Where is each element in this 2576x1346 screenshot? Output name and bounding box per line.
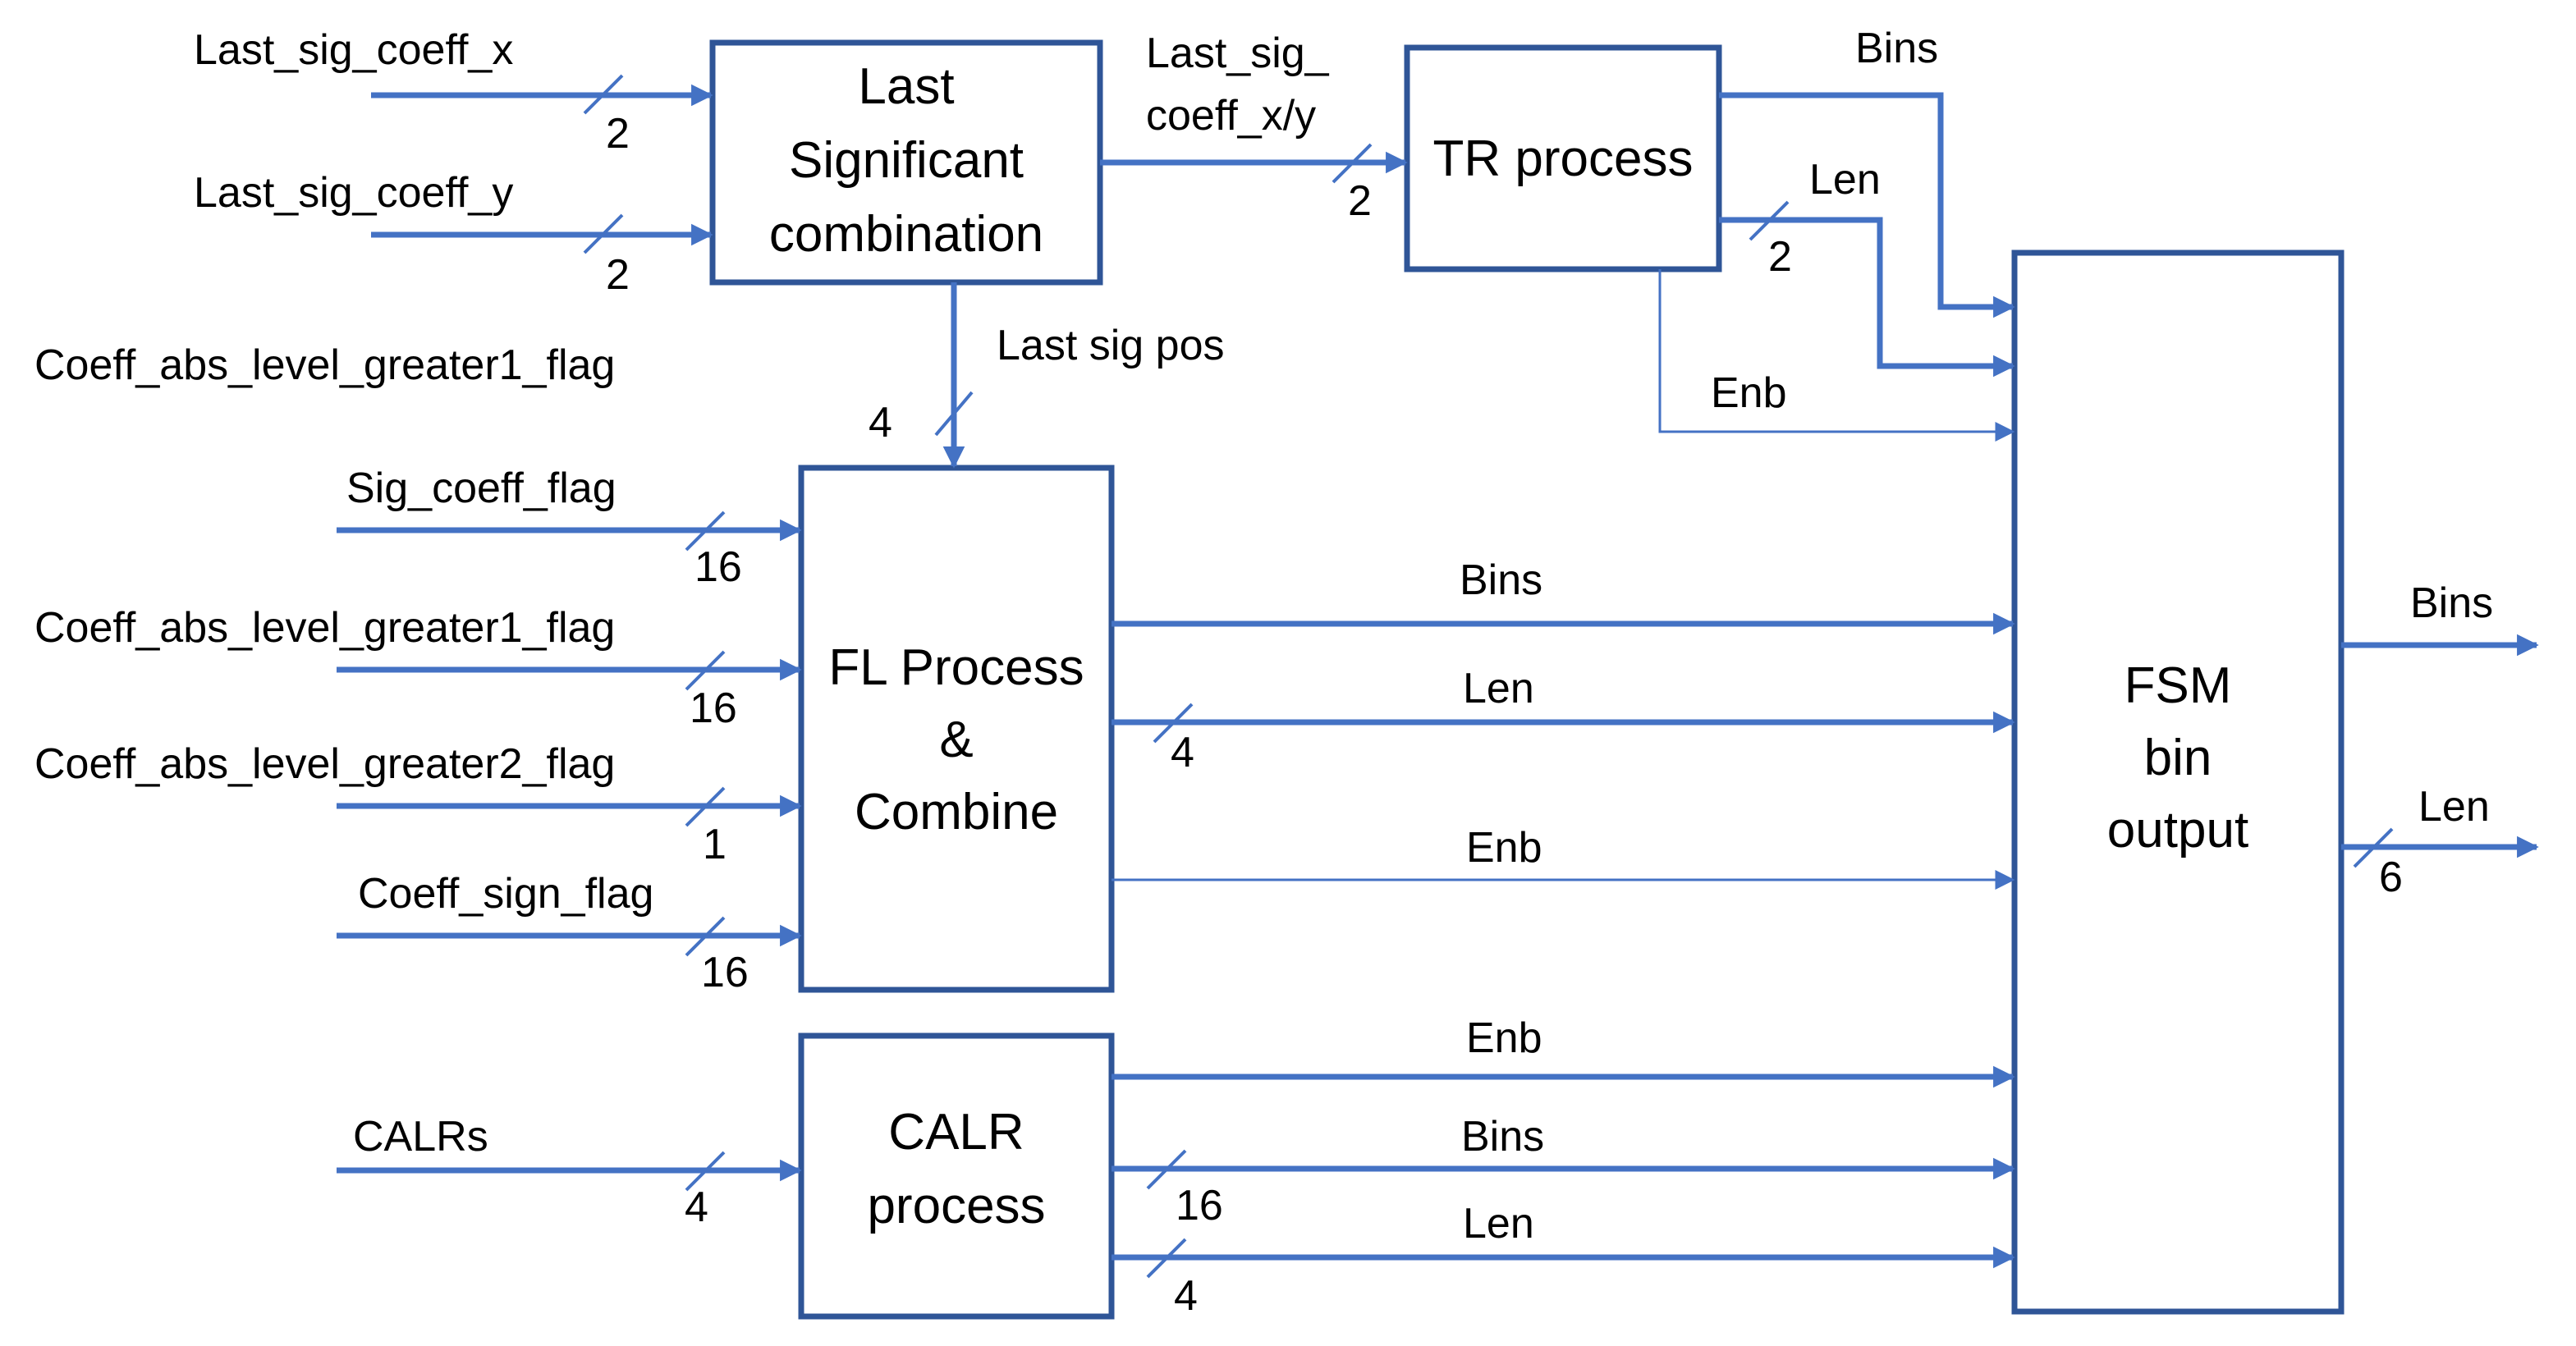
out-bins-label: Bins (2410, 579, 2493, 627)
calrs-width: 4 (685, 1183, 708, 1231)
calr-process-block (798, 1032, 1115, 1320)
coeff-abs-greater2-label: Coeff_abs_level_greater2_flag (34, 740, 615, 788)
tr-enb-wire (1658, 269, 2015, 442)
fsm-block-label-2: bin (2144, 730, 2212, 786)
bus-width-tick (1749, 200, 1790, 241)
tr-enb-label: Enb (1711, 369, 1787, 417)
coeff-abs-greater1-top-label: Coeff_abs_level_greater1_flag (34, 341, 615, 389)
last-sig-xy-label-1: Last_sig_ (1146, 30, 1330, 77)
bus-width-tick (1146, 1238, 1187, 1279)
bus-width-tick (583, 74, 624, 115)
bus-width-tick (685, 916, 726, 957)
fl-enb-label: Enb (1466, 824, 1542, 872)
last-sig-block-label-3: combination (769, 206, 1043, 263)
tr-bins-wire (1719, 92, 2015, 318)
bus-width-tick (685, 1151, 726, 1192)
last-sig-pos-width: 4 (869, 399, 892, 446)
bus-width-tick (685, 786, 726, 827)
last-sig-coeff-y-width: 2 (606, 251, 630, 299)
bus-width-tick (1146, 1149, 1187, 1190)
tr-block-label: TR process (1433, 130, 1694, 187)
calr-len-label: Len (1463, 1200, 1534, 1248)
coeff-abs-greater1-label: Coeff_abs_level_greater1_flag (34, 604, 615, 652)
calr-block-label-2: process (867, 1178, 1045, 1234)
fl-block-label-1: FL Process (828, 639, 1084, 696)
out-len-width: 6 (2379, 854, 2403, 901)
fl-block-label-2: & (939, 712, 973, 768)
coeff-abs-greater1-width: 16 (690, 684, 737, 732)
last-sig-coeff-x-width: 2 (606, 110, 630, 158)
tr-len-label: Len (1809, 156, 1881, 204)
bus-width-tick (583, 213, 624, 254)
bus-width-tick (1332, 143, 1373, 184)
calr-bins-label: Bins (1461, 1113, 1544, 1161)
bus-width-tick (685, 650, 726, 691)
coeff-sign-flag-width: 16 (701, 949, 749, 996)
calr-block-label-1: CALR (888, 1104, 1024, 1161)
calrs-label: CALRs (353, 1113, 488, 1161)
last-sig-xy-width: 2 (1348, 177, 1372, 225)
last-sig-xy-label-2: coeff_x/y (1146, 92, 1316, 140)
calr-bins-width: 16 (1176, 1182, 1223, 1229)
sig-coeff-flag-label: Sig_coeff_flag (346, 465, 616, 512)
bus-width-tick (1153, 703, 1194, 744)
fl-len-width: 4 (1171, 729, 1194, 776)
coeff-sign-flag-label: Coeff_sign_flag (358, 870, 653, 918)
fl-bins-label: Bins (1460, 556, 1542, 604)
fl-len-label: Len (1463, 665, 1534, 712)
calr-enb-label: Enb (1466, 1014, 1542, 1062)
fsm-block-label-1: FSM (2125, 657, 2232, 714)
last-sig-coeff-x-label: Last_sig_coeff_x (194, 26, 513, 74)
fsm-bin-output-block (2011, 250, 2345, 1315)
bus-width-tick (685, 510, 726, 552)
tr-bins-label: Bins (1855, 25, 1938, 72)
last-sig-block-label-1: Last (858, 58, 954, 115)
out-len-label: Len (2418, 783, 2490, 831)
sig-coeff-flag-width: 16 (694, 543, 742, 591)
tr-len-width: 2 (1768, 233, 1792, 281)
last-sig-block-label-2: Significant (789, 132, 1024, 189)
tr-process-block (1404, 44, 1722, 272)
calr-len-width: 4 (1174, 1272, 1198, 1320)
bus-width-tick (2353, 827, 2394, 868)
last-significant-combination-block (709, 39, 1103, 286)
fsm-block-label-3: output (2107, 802, 2248, 858)
last-sig-pos-label: Last sig pos (997, 322, 1225, 369)
coeff-abs-greater2-width: 1 (703, 821, 727, 868)
last-sig-coeff-y-label: Last_sig_coeff_y (194, 169, 513, 217)
bus-width-tick (934, 391, 974, 437)
fl-block-label-3: Combine (855, 784, 1058, 840)
tr-len-wire (1719, 217, 2015, 378)
